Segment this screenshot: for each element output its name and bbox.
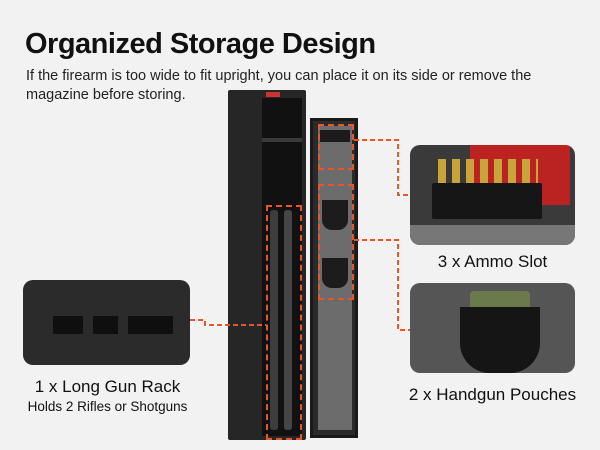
ammo-slot bbox=[320, 130, 350, 142]
safe-shelf bbox=[262, 138, 302, 142]
gun-safe-image bbox=[228, 90, 358, 440]
long-gun-rack-subcaption: Holds 2 Rifles or Shotguns bbox=[27, 399, 188, 414]
rifle-icon bbox=[284, 210, 292, 430]
door-felt bbox=[410, 225, 575, 245]
handgun-pouch bbox=[322, 258, 348, 288]
long-gun-rack-detail-image bbox=[23, 280, 190, 365]
subtitle: If the firearm is too wide to fit uprigh… bbox=[26, 68, 532, 103]
long-gun-rack-caption: 1 x Long Gun Rack bbox=[34, 377, 181, 396]
ammo-highlight bbox=[318, 124, 354, 170]
handgun-pouch-detail-image bbox=[410, 283, 575, 373]
handgun-pouch bbox=[322, 200, 348, 230]
pouch-highlight bbox=[318, 184, 354, 300]
page-title: Organized Storage Design bbox=[25, 28, 376, 60]
safe-logo-badge bbox=[266, 92, 280, 97]
rack-notch bbox=[118, 310, 128, 340]
ammo-holder bbox=[432, 183, 542, 219]
ammo-slot-detail-image bbox=[410, 145, 575, 245]
rifle-icon bbox=[270, 210, 278, 430]
rack-foam bbox=[53, 316, 173, 334]
handgun-pouch-caption: 2 x Handgun Pouches bbox=[408, 385, 577, 404]
rack-highlight bbox=[266, 205, 302, 440]
ammo-slot-caption: 3 x Ammo Slot bbox=[437, 252, 548, 271]
pouch bbox=[460, 307, 540, 373]
safe-interior bbox=[262, 98, 302, 436]
rack-notch bbox=[83, 310, 93, 340]
